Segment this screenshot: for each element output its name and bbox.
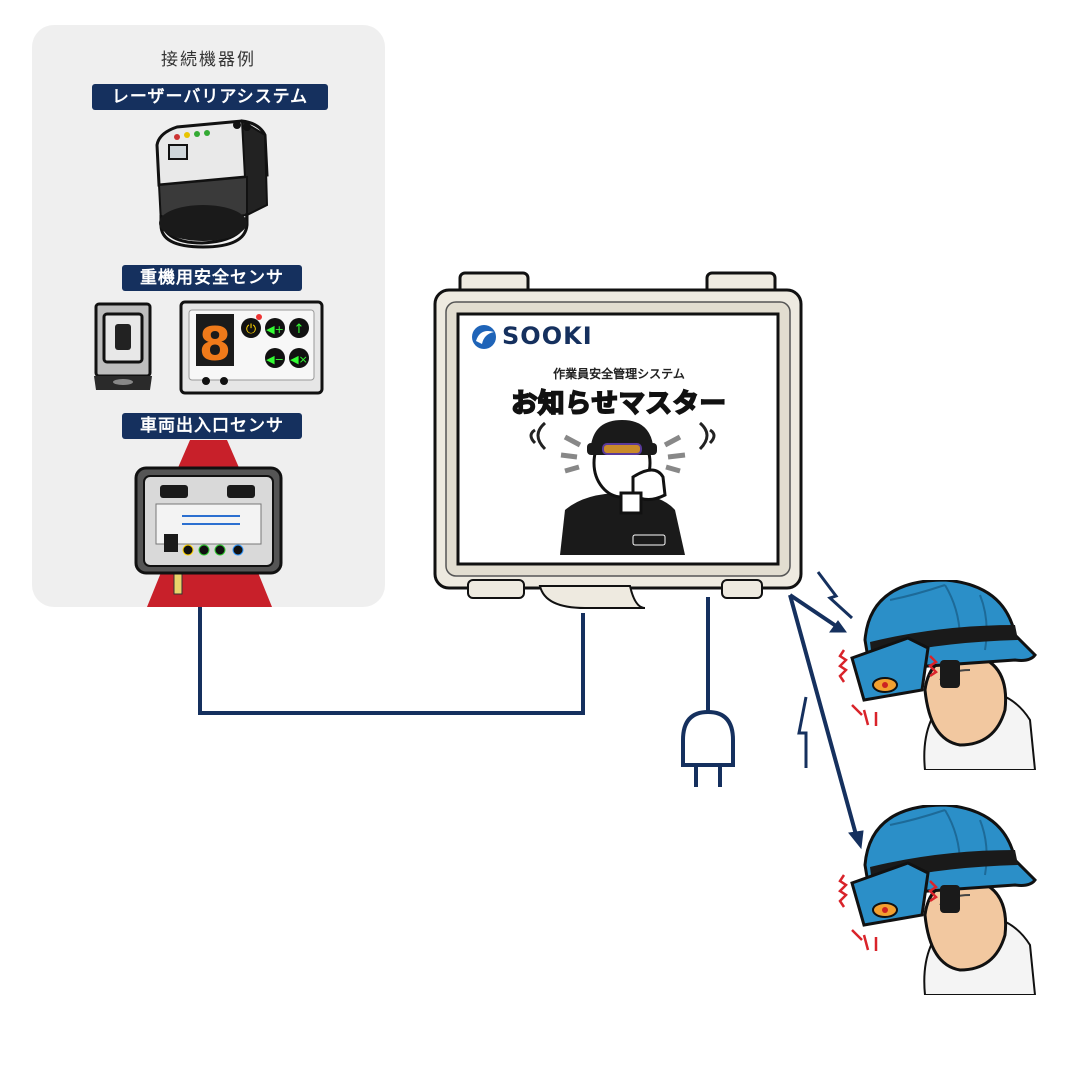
device-cable bbox=[198, 607, 585, 715]
segment-digit: 8 bbox=[199, 317, 231, 371]
sooki-logo-icon bbox=[472, 325, 496, 349]
worker-illustration bbox=[529, 420, 716, 555]
svg-text:◀−: ◀− bbox=[266, 353, 284, 366]
laser-barrier-label: レーザーバリアシステム bbox=[92, 84, 328, 110]
connected-devices-panel: 接続機器例 レーザーバリアシステム 重機用安全センサ 車両出入口センサ 8 ⏻ … bbox=[32, 25, 385, 607]
power-plug-icon bbox=[681, 709, 735, 787]
heavy-machine-sensor-unit bbox=[94, 302, 152, 390]
product-name: お知らせマスター bbox=[510, 388, 727, 420]
svg-text:⏻: ⏻ bbox=[246, 322, 256, 337]
svg-text:↑: ↑ bbox=[294, 322, 305, 337]
brand-name: SOOKI bbox=[502, 322, 593, 350]
svg-text:◀×: ◀× bbox=[290, 353, 308, 366]
system-name: 作業員安全管理システム bbox=[553, 367, 685, 381]
worker-helmet-bottom bbox=[838, 805, 1037, 995]
wireless-signal-icon bbox=[788, 571, 864, 850]
heavy-machine-sensor-label: 重機用安全センサ bbox=[122, 265, 302, 291]
vehicle-entrance-sensor-label: 車両出入口センサ bbox=[122, 413, 302, 439]
alert-vibration-icon bbox=[838, 649, 938, 726]
svg-text:◀+: ◀+ bbox=[266, 323, 284, 336]
heavy-machine-sensor-display: 8 ⏻ ◀+ ↑ ◀− ◀× bbox=[179, 300, 324, 395]
alert-vibration-icon bbox=[838, 874, 938, 951]
laser-barrier-device bbox=[155, 119, 269, 249]
worker-helmet-top bbox=[838, 580, 1037, 770]
vehicle-entrance-sensor bbox=[134, 440, 283, 607]
panel-title: 接続機器例 bbox=[161, 50, 256, 70]
